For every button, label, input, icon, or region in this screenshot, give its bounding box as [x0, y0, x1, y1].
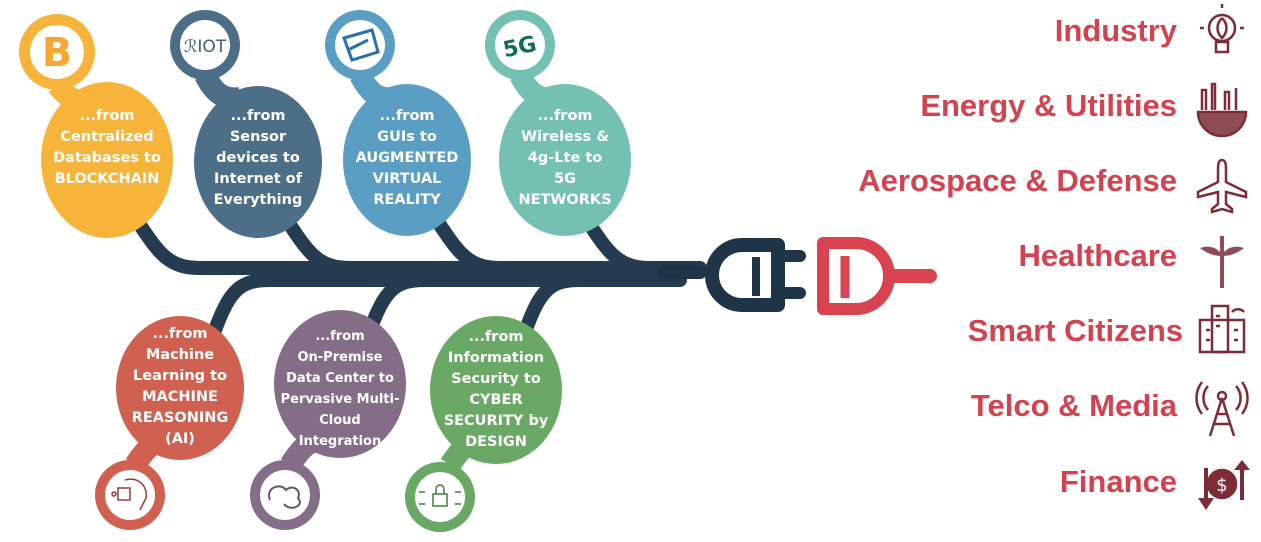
svg-text:$: $	[1216, 475, 1227, 496]
transition-text: Information Security to CYBER SECURITY b…	[443, 350, 549, 450]
globe-factory-icon	[1196, 82, 1248, 138]
from-label: ...from	[537, 108, 593, 124]
from-label: ...from	[230, 108, 286, 124]
from-label: ...from	[379, 108, 435, 124]
bubble-blockchain: B	[19, 14, 173, 238]
plug-icon	[658, 238, 806, 312]
socket-icon	[817, 237, 937, 315]
from-label: ...from	[315, 329, 365, 344]
vr-headset-icon	[342, 28, 380, 62]
bubble-iot: ℛIOT	[170, 10, 322, 238]
bubble-vr	[325, 10, 471, 236]
riot-logo-icon: ℛIOT	[184, 37, 227, 57]
transition-text: Sensor devices to Internet of Everything	[213, 129, 303, 208]
transition-text: GUIs to AUGMENTED VIRTUAL REALITY	[355, 129, 459, 208]
caduceus-icon	[1200, 236, 1244, 288]
bubble-cloud	[250, 310, 406, 530]
dollar-exchange-icon: $	[1198, 460, 1250, 510]
lightbulb-leaf-icon	[1200, 4, 1244, 54]
cloud-icon	[268, 485, 301, 509]
bitcoin-icon: B	[42, 30, 73, 76]
antenna-tower-icon	[1195, 381, 1249, 437]
cyber-lock-icon	[419, 484, 461, 507]
from-label: ...from	[152, 326, 208, 342]
from-label: ...from	[79, 108, 135, 124]
smart-city-icon	[1198, 304, 1246, 354]
industry-label: Smart Citizens	[967, 313, 1183, 348]
industry-label: Industry	[1054, 13, 1177, 48]
connector-lines	[133, 218, 707, 339]
industry-label: Aerospace & Defense	[858, 163, 1177, 198]
transition-text: Wireless & 4g-Lte to 5G NETWORKS	[518, 129, 612, 208]
from-label: ...from	[468, 329, 524, 345]
transition-text: Machine Learning to MACHINE REASONING (A…	[131, 347, 229, 447]
bubble-security	[405, 316, 562, 532]
industry-label: Energy & Utilities	[920, 88, 1177, 123]
bubble-ai	[95, 316, 244, 530]
transition-text: On-Premise Data Center to Pervasive Mult…	[280, 350, 400, 449]
airplane-icon	[1196, 158, 1248, 214]
bubble-5g: 5G	[485, 10, 631, 236]
transition-text: Centralized Databases to BLOCKCHAIN	[53, 129, 161, 187]
ai-brain-icon	[111, 478, 148, 511]
industry-label: Healthcare	[1018, 238, 1177, 273]
industry-label: Finance	[1059, 464, 1177, 499]
industry-label: Telco & Media	[970, 388, 1177, 423]
